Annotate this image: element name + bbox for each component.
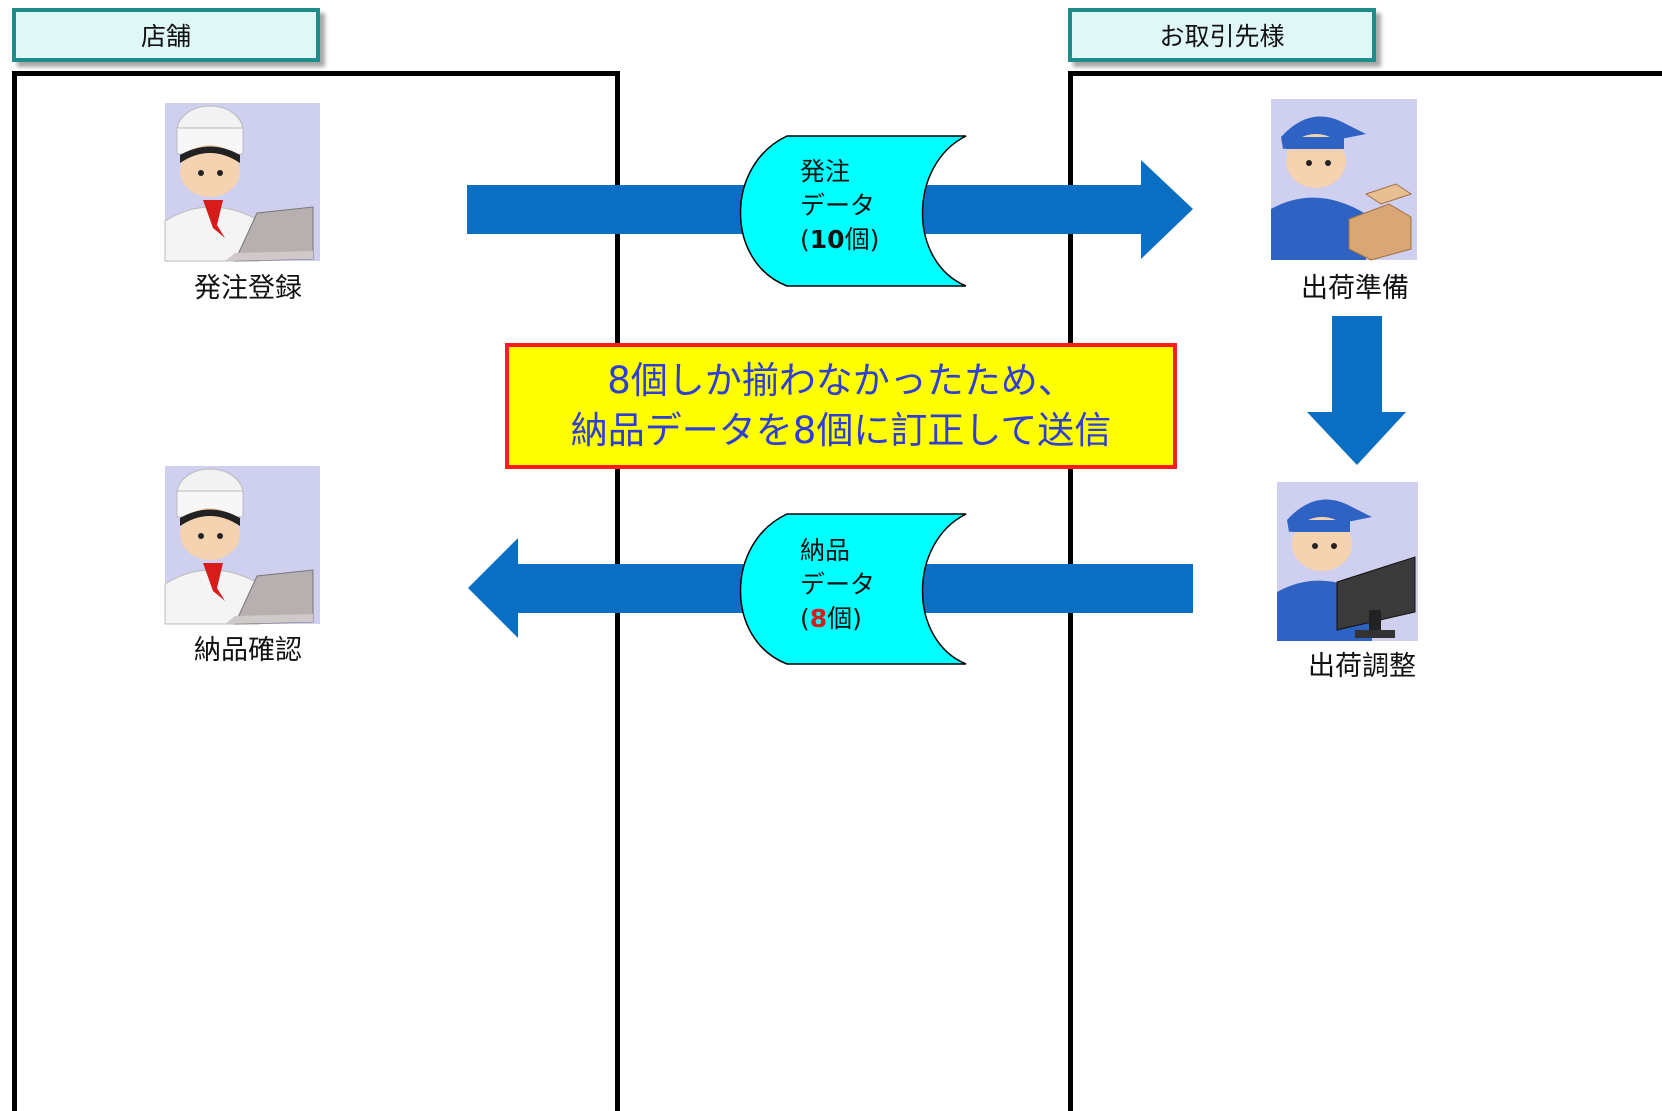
chef-with-laptop-icon (164, 103, 320, 262)
delivery-data-label: 納品 データ (8個) (800, 534, 875, 636)
step-ship-prepare: 出荷準備 (1301, 273, 1409, 304)
step-ship-adjust: 出荷調整 (1308, 651, 1416, 682)
lane-title-store: 店舗 (140, 22, 191, 51)
order-data-unit: 個) (844, 225, 880, 254)
order-data-qty: 10 (809, 225, 845, 254)
order-data-line1: 発注 (800, 157, 851, 186)
worker-with-boxes-icon (1271, 99, 1417, 261)
step-delivery-confirm: 納品確認 (194, 635, 302, 666)
lane-header-partner: お取引先様 (1068, 8, 1376, 62)
delivery-data-document (739, 513, 967, 665)
worker-with-monitor-icon (1277, 482, 1418, 641)
delivery-data-paren-open: ( (800, 604, 810, 633)
order-data-label: 発注 データ (10個) (800, 155, 879, 257)
prepare-to-adjust-arrow (1307, 316, 1406, 465)
order-data-line2: データ (800, 191, 876, 220)
order-data-document (739, 135, 967, 287)
chef-with-laptop-icon (164, 466, 320, 625)
lane-title-partner: お取引先様 (1159, 22, 1285, 51)
callout-line-1: 8個しか揃わなかったため、 (607, 359, 1075, 402)
delivery-data-unit: 個) (827, 604, 862, 633)
delivery-data-qty: 8 (809, 604, 828, 633)
delivery-data-line2: データ (800, 570, 876, 599)
delivery-data-line1: 納品 (800, 536, 851, 565)
order-data-paren-open: ( (800, 225, 810, 254)
lane-header-store: 店舗 (12, 8, 320, 62)
correction-callout: 8個しか揃わなかったため、 納品データを8個に訂正して送信 (505, 343, 1177, 469)
step-order-register: 発注登録 (194, 273, 302, 304)
callout-line-2: 納品データを8個に訂正して送信 (570, 409, 1112, 452)
